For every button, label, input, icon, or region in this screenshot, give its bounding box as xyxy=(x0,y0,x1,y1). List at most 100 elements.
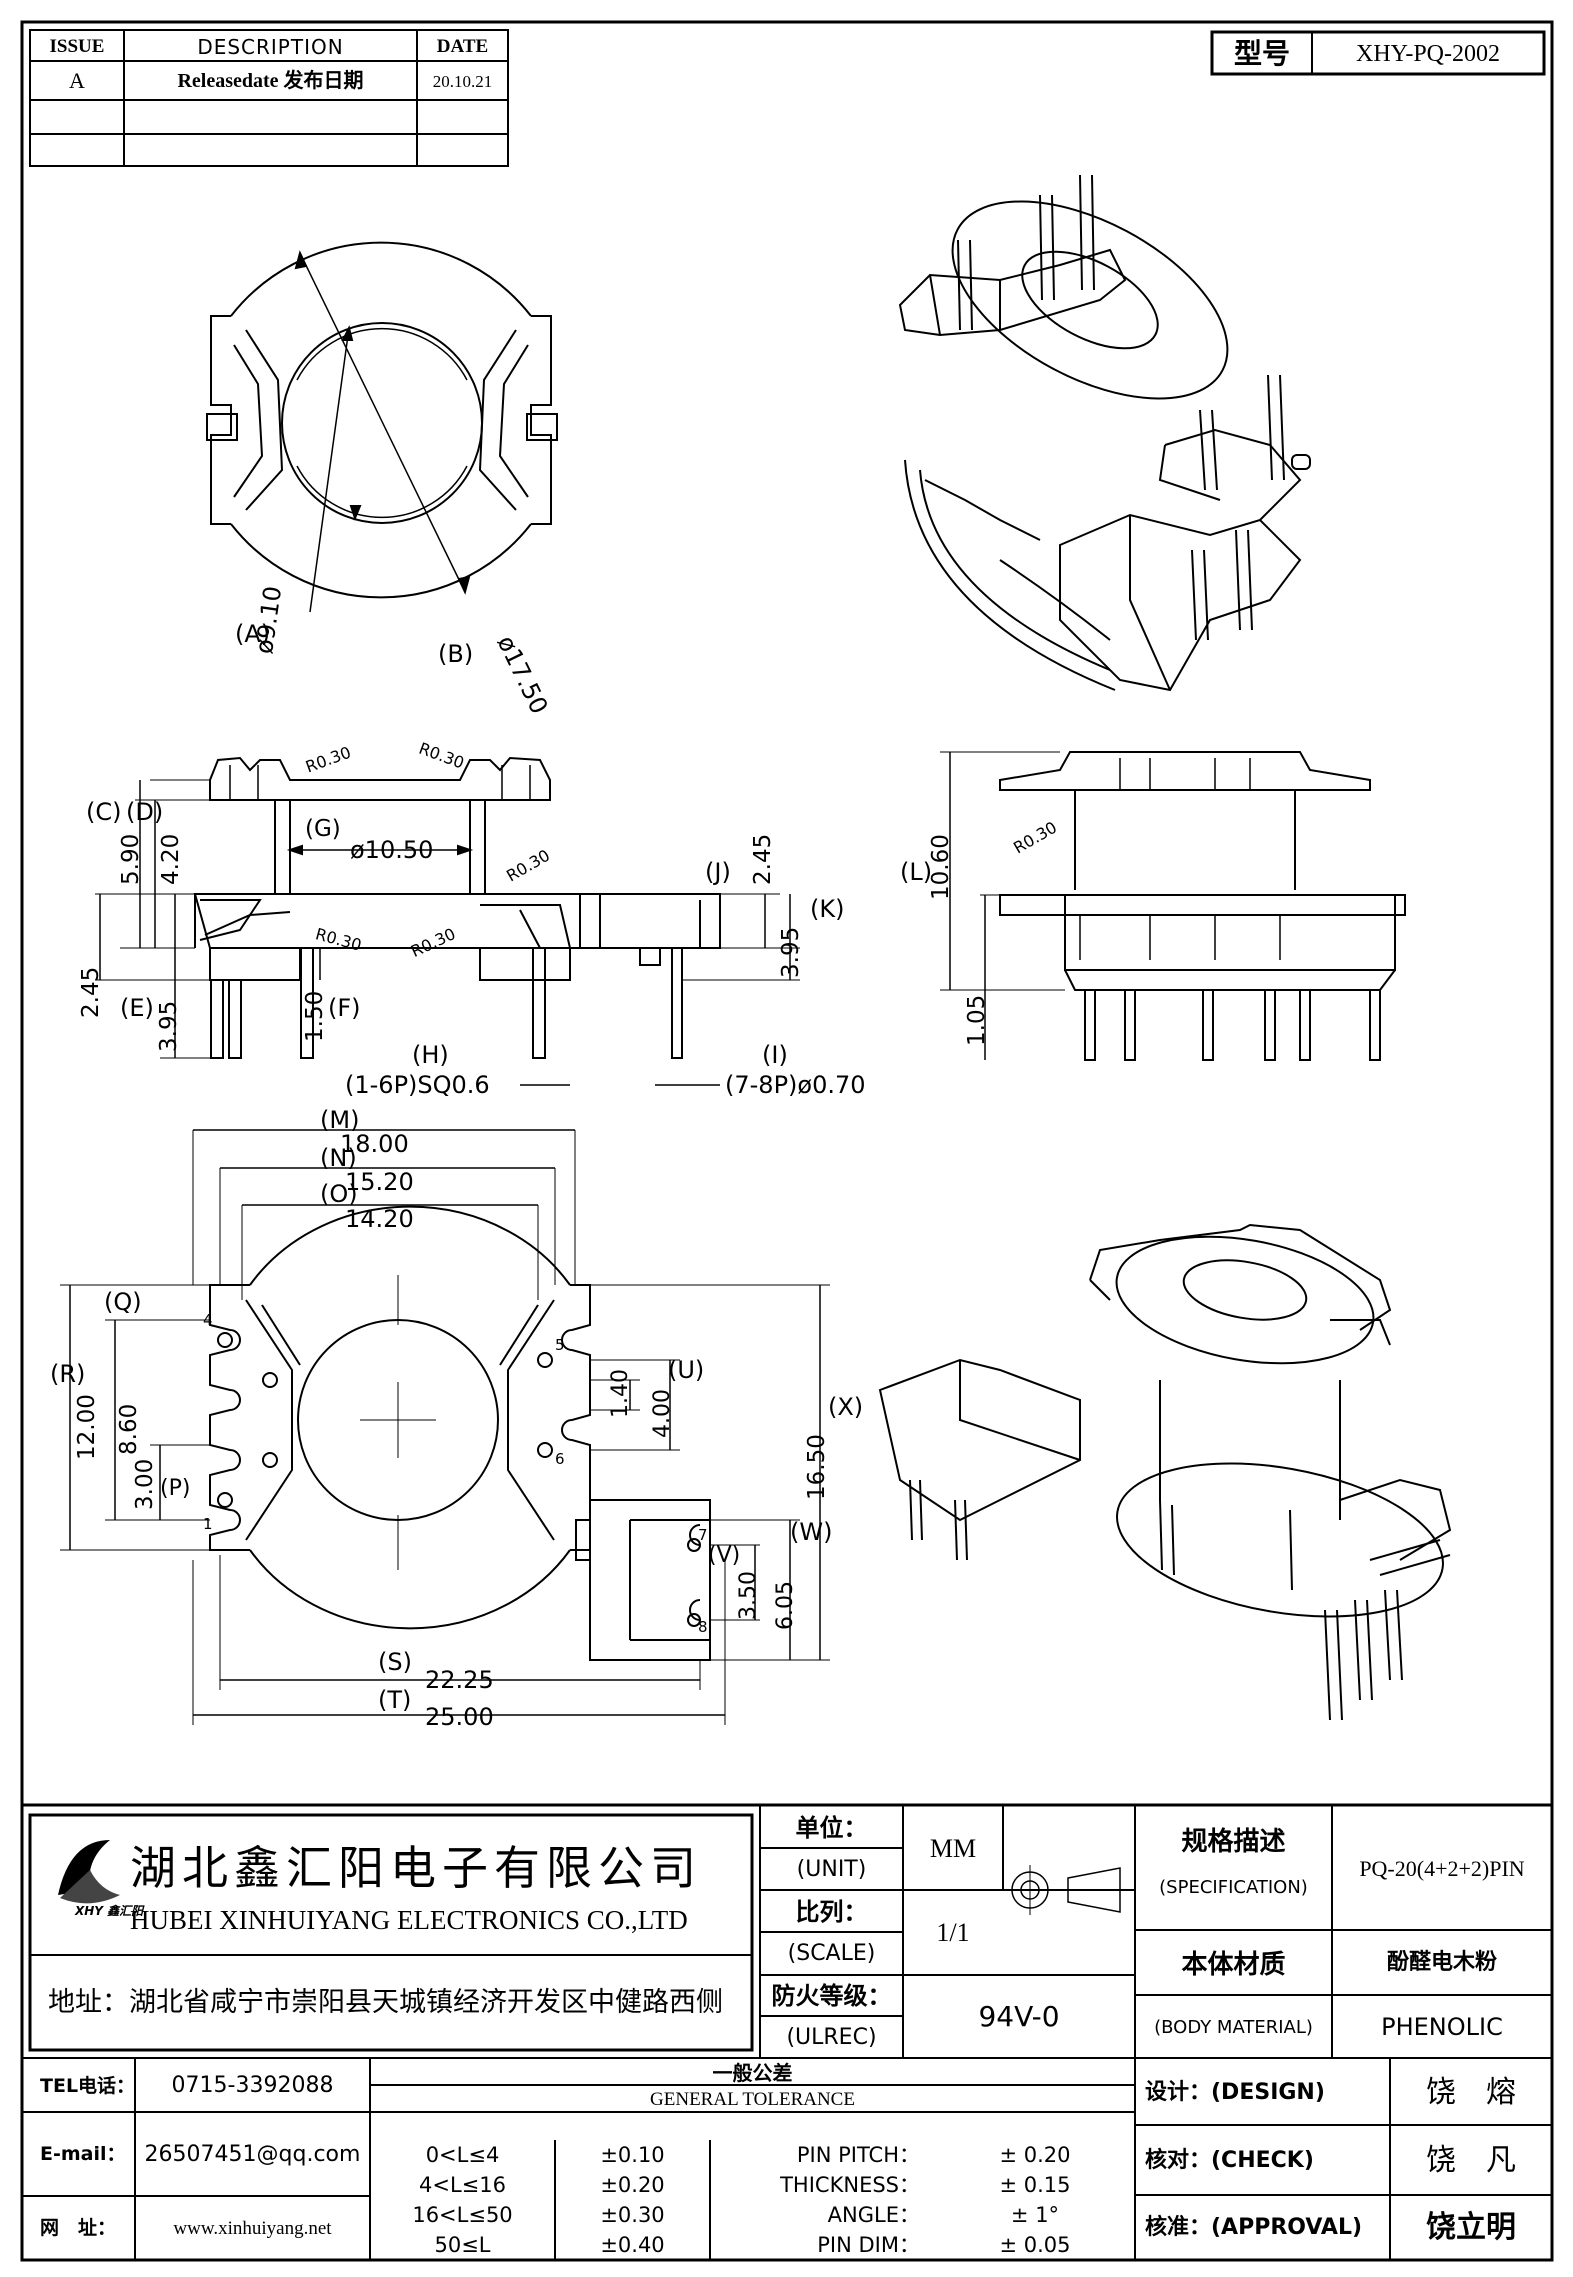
email-value: 26507451@qq.com xyxy=(144,2141,361,2167)
company-address: 地址：湖北省咸宁市崇阳县天城镇经济开发区中健路西侧 xyxy=(48,1987,723,2018)
revision-issue: A xyxy=(69,68,85,93)
dim-i-value: (7-8P)ø0.70 xyxy=(725,1071,866,1099)
revision-issue-2 xyxy=(30,101,124,134)
dim-u-label: (U) xyxy=(668,1356,705,1384)
tolerance-tol-2: ±0.30 xyxy=(600,2202,665,2227)
dim-t-label: (T) xyxy=(378,1686,412,1714)
dim-l-label: (L) xyxy=(900,858,933,886)
dim-s-value: 22.25 xyxy=(425,1666,494,1694)
email-label: E-mail： xyxy=(40,2143,126,2165)
dim-e-value: 3.95 xyxy=(156,1000,182,1052)
dim-p-label: (P) xyxy=(160,1476,191,1501)
dim-d-value: 4.20 xyxy=(158,833,184,885)
side-pins xyxy=(1084,989,1381,1061)
revision-table xyxy=(29,29,509,167)
tolerance-item-3: PIN DIM： xyxy=(817,2232,920,2257)
dim-s-label: (S) xyxy=(378,1648,412,1676)
pin-number-1: 1 xyxy=(203,1515,213,1533)
pin-number-6: 6 xyxy=(555,1450,565,1468)
dim-l-value: 10.60 xyxy=(928,834,954,900)
unit-value: MM xyxy=(929,1833,977,1863)
design-name: 饶 熔 xyxy=(1426,2074,1516,2110)
projection-symbol xyxy=(1005,1865,1128,1915)
isometric-view-top xyxy=(898,174,1311,692)
revision-issue-3 xyxy=(30,135,124,166)
dim-t-value: 25.00 xyxy=(425,1703,494,1731)
ulrec-value: 94V-0 xyxy=(978,2000,1060,2033)
model-box xyxy=(1210,30,1546,76)
tolerance-tol-1: ±0.20 xyxy=(600,2172,665,2197)
dim-x-value: 16.50 xyxy=(804,1434,830,1500)
dim-v-value: 3.50 xyxy=(736,1571,761,1620)
pin-number-4: 4 xyxy=(203,1311,213,1329)
dim-e2-value: 2.45 xyxy=(78,966,104,1018)
tolerance-item-2: ANGLE： xyxy=(827,2202,920,2227)
dim-x-label: (X) xyxy=(828,1393,864,1421)
sheet-border xyxy=(20,20,1554,2262)
tel-value: 0715-3392088 xyxy=(171,2073,334,2098)
model-number: XHY-PQ-2002 xyxy=(1356,41,1500,67)
material-value-cn: 酚醛电木粉 xyxy=(1386,1950,1497,1975)
unit-label-cn: 单位： xyxy=(795,1813,868,1842)
ulrec-label-cn: 防火等级： xyxy=(771,1982,892,2010)
logo-text: XHY 鑫汇阳 xyxy=(75,1904,144,1918)
dim-o-value: 14.20 xyxy=(345,1205,414,1233)
tel-label: TEL电话： xyxy=(40,2074,136,2097)
tolerance-val-0: ± 0.20 xyxy=(999,2142,1071,2167)
tolerance-tol-0: ±0.10 xyxy=(600,2142,665,2167)
dim-k-value: 3.95 xyxy=(778,926,804,978)
scale-label-cn: 比列： xyxy=(795,1897,868,1926)
dim-m-value: 18.00 xyxy=(340,1130,409,1158)
dim-a-label: (A) xyxy=(235,620,271,648)
dim-f-value: 1.50 xyxy=(302,990,328,1042)
revision-description: Releasedate 发布日期 xyxy=(177,70,364,92)
dim-d-label: (D) xyxy=(126,798,164,826)
ulrec-label-en: (ULREC) xyxy=(786,2024,877,2050)
tolerance-val-2: ± 1° xyxy=(1010,2202,1060,2227)
dim-c-label: (C) xyxy=(86,798,122,826)
revision-date-3 xyxy=(417,135,508,166)
dim-k-label: (K) xyxy=(810,895,845,923)
unit-label-en: (UNIT) xyxy=(796,1856,867,1882)
dim-h-label: (H) xyxy=(412,1041,449,1069)
tolerance-range-0: 0<L≤4 xyxy=(425,2142,500,2167)
pin-number-7: 7 xyxy=(698,1526,708,1544)
tolerance-range-1: 4<L≤16 xyxy=(419,2172,506,2197)
model-label: 型号 xyxy=(1233,37,1290,70)
scale-value: 1/1 xyxy=(936,1918,970,1947)
dim-u2-value: 4.00 xyxy=(650,1389,675,1438)
dim-u-value: 1.40 xyxy=(608,1369,633,1418)
revision-description-3 xyxy=(124,135,417,166)
dim-r-label: (R) xyxy=(50,1360,86,1388)
dim-f-label: (F) xyxy=(328,994,361,1022)
top-view xyxy=(206,241,558,613)
material-label-cn: 本体材质 xyxy=(1181,1950,1286,1980)
tolerance-val-1: ± 0.15 xyxy=(999,2172,1071,2197)
spec-label-en: (SPECIFICATION) xyxy=(1159,1877,1308,1898)
material-label-en: (BODY MATERIAL) xyxy=(1154,2016,1313,2038)
dim-q-value: 8.60 xyxy=(116,1403,142,1455)
revision-description-2 xyxy=(124,101,417,134)
check-name: 饶 凡 xyxy=(1426,2142,1516,2178)
bottom-view xyxy=(60,1129,830,1725)
dim-p-value: 3.00 xyxy=(132,1458,158,1510)
web-label: 网 址： xyxy=(40,2217,117,2239)
dim-r-value: 12.00 xyxy=(74,1394,100,1460)
revision-header-issue: ISSUE xyxy=(49,36,105,57)
dim-e-label: (E) xyxy=(120,994,154,1022)
pin-number-8: 8 xyxy=(698,1618,708,1636)
dim-j-value: 2.45 xyxy=(750,833,776,885)
front-pins xyxy=(210,947,683,1059)
dim-g-label: (G) xyxy=(305,816,341,842)
spec-label-cn: 规格描述 xyxy=(1181,1827,1286,1857)
revision-date: 20.10.21 xyxy=(432,71,493,91)
web-value: www.xinhuiyang.net xyxy=(173,2218,332,2239)
dim-v-label: (V) xyxy=(708,1543,741,1568)
dim-h-value: (1-6P)SQ0.6 xyxy=(345,1071,490,1099)
design-label: 设计：(DESIGN) xyxy=(1145,2079,1325,2105)
revision-date-2 xyxy=(417,101,508,134)
tolerance-title-cn: 一般公差 xyxy=(712,2060,793,2085)
material-value: PHENOLIC xyxy=(1381,2013,1503,2041)
